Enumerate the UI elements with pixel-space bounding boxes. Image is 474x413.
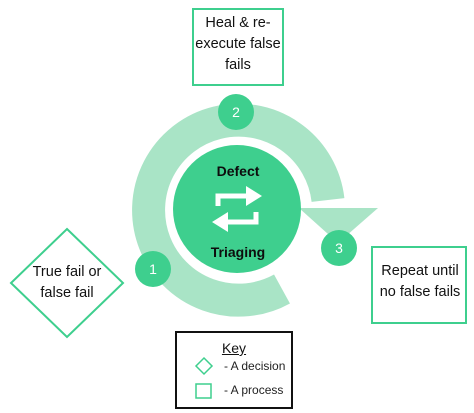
step-1-circle xyxy=(135,251,171,287)
center-title-defect: Defect xyxy=(216,163,260,179)
center-title-triaging: Triaging xyxy=(210,244,266,260)
cycle-arrowhead xyxy=(299,208,378,243)
key-decision-text: - A decision xyxy=(224,359,286,373)
step-3-number: 3 xyxy=(335,240,343,256)
step-2-circle xyxy=(218,94,254,130)
true-false-decision-diamond xyxy=(9,227,125,339)
step-1-number: 1 xyxy=(149,261,157,277)
step-3-circle xyxy=(321,230,357,266)
step-2-number: 2 xyxy=(232,104,240,120)
key-process-text: - A process xyxy=(224,383,284,397)
cycle-ring xyxy=(132,103,345,317)
step-2-label: Heal & re-execute false fails xyxy=(195,15,281,73)
key-diamond-symbol xyxy=(194,356,214,376)
heal-process-box xyxy=(192,8,284,86)
key-title: Key xyxy=(221,340,247,356)
step-3-label: Repeat until no false fails xyxy=(379,263,461,300)
key-square-symbol xyxy=(195,383,212,399)
step-1-label: True fail or false fail xyxy=(32,264,102,301)
center-node xyxy=(173,145,301,273)
repeat-arrows-icon xyxy=(212,186,262,232)
repeat-process-box xyxy=(371,246,467,324)
